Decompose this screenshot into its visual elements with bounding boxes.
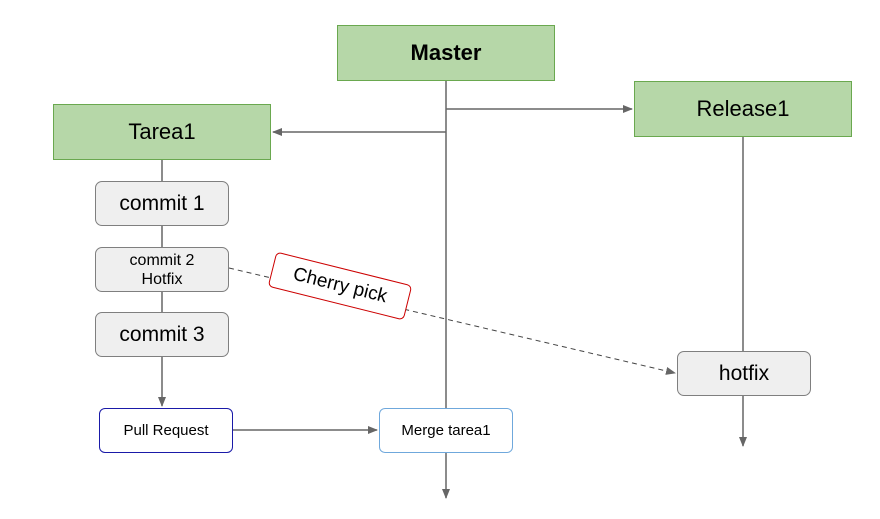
hotfix-node[interactable]: hotfix (677, 351, 811, 396)
master-branch-node[interactable]: Master (337, 25, 555, 81)
commit-3-label: commit 3 (119, 322, 205, 346)
master-label: Master (410, 40, 482, 65)
hotfix-label: hotfix (718, 361, 770, 385)
merge-label: Merge tarea1 (401, 422, 491, 439)
pull-request-node[interactable]: Pull Request (99, 408, 233, 453)
commit-2-sublabel: Hotfix (141, 270, 183, 288)
commit-2-hotfix-node[interactable]: commit 2 Hotfix (95, 247, 229, 292)
commit-1-label: commit 1 (119, 191, 205, 215)
commit-2-label: commit 2 (129, 251, 195, 269)
merge-tarea1-node[interactable]: Merge tarea1 (379, 408, 513, 453)
pull-request-label: Pull Request (123, 422, 209, 439)
release-label: Release1 (696, 96, 790, 121)
tarea-branch-node[interactable]: Tarea1 (53, 104, 271, 160)
commit-1-node[interactable]: commit 1 (95, 181, 229, 226)
release-branch-node[interactable]: Release1 (634, 81, 852, 137)
tarea-label: Tarea1 (128, 119, 196, 144)
commit-3-node[interactable]: commit 3 (95, 312, 229, 357)
